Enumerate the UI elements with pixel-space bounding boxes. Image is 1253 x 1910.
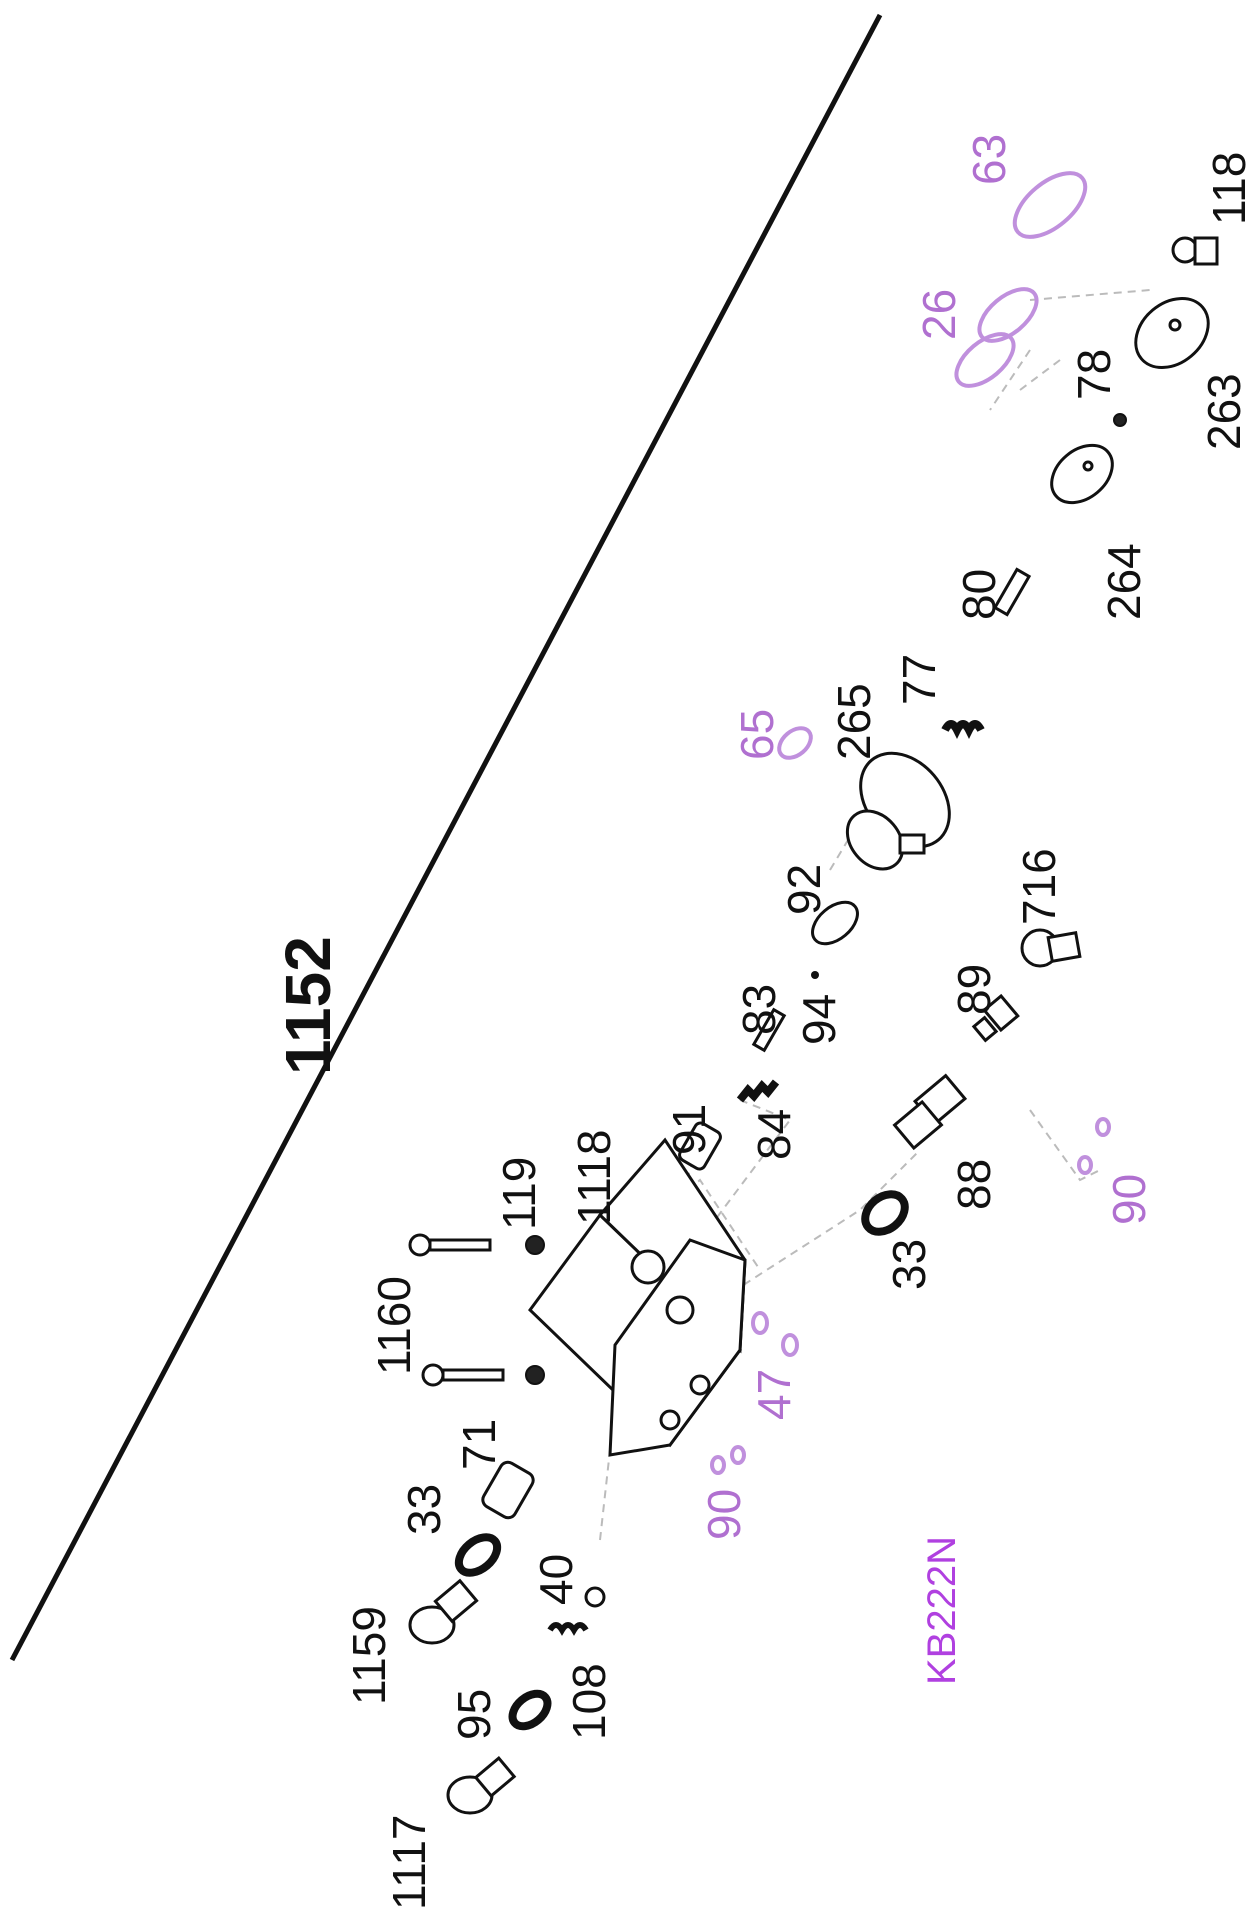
label-716: 716 xyxy=(1013,848,1065,925)
seal-90-left-a xyxy=(710,1455,726,1475)
label-95: 95 xyxy=(448,1689,500,1740)
bolt-lower xyxy=(421,1363,545,1387)
manifold-block xyxy=(528,1137,747,1457)
label-33-right: 33 xyxy=(883,1239,935,1290)
pin-80 xyxy=(992,567,1032,617)
spring-84 xyxy=(736,1079,780,1103)
label-40: 40 xyxy=(530,1554,582,1605)
fitting-1159 xyxy=(408,1578,479,1645)
seal-95 xyxy=(508,1689,552,1731)
spring-40 xyxy=(547,1622,589,1636)
elbow-118 xyxy=(1171,236,1219,266)
seal-65 xyxy=(777,726,813,760)
cap-264 xyxy=(1050,443,1114,505)
housing-265 xyxy=(845,751,951,871)
label-65: 65 xyxy=(731,709,783,760)
seal-33-left xyxy=(454,1533,502,1577)
seal-63 xyxy=(1012,171,1088,239)
spring-77 xyxy=(941,720,985,739)
seal-90-right-a xyxy=(1077,1155,1093,1175)
label-263: 263 xyxy=(1198,373,1250,450)
label-1118: 1118 xyxy=(568,1129,620,1225)
sleeve-71 xyxy=(481,1460,535,1520)
label-264: 264 xyxy=(1098,543,1150,620)
kit-code-label: KB222N xyxy=(920,1536,964,1685)
label-77: 77 xyxy=(893,654,945,705)
label-33-left: 33 xyxy=(398,1484,450,1535)
label-84: 84 xyxy=(748,1109,800,1160)
seal-33-right xyxy=(861,1190,909,1236)
divider-line xyxy=(9,13,883,1662)
label-88: 88 xyxy=(948,1159,1000,1210)
label-83: 83 xyxy=(733,984,785,1035)
ball-108 xyxy=(584,1586,606,1608)
label-90-right: 90 xyxy=(1103,1174,1155,1225)
fitting-89 xyxy=(971,993,1020,1043)
label-265: 265 xyxy=(828,683,880,760)
label-90-left: 90 xyxy=(698,1489,750,1540)
seal-47-a xyxy=(751,1311,769,1335)
seal-90-left-b xyxy=(730,1445,746,1465)
label-1117: 1117 xyxy=(383,1814,435,1910)
label-1160: 1160 xyxy=(368,1276,420,1375)
seal-26-a xyxy=(954,332,1016,388)
assembly-number: 1152 xyxy=(272,936,344,1075)
label-89: 89 xyxy=(948,964,1000,1015)
label-47: 47 xyxy=(748,1369,800,1420)
bolt-upper xyxy=(408,1233,545,1257)
label-80: 80 xyxy=(953,569,1005,620)
label-63: 63 xyxy=(963,134,1015,185)
pin-83 xyxy=(751,1007,787,1053)
fitting-1117 xyxy=(446,1756,517,1815)
label-71: 71 xyxy=(453,1419,505,1470)
ball-94 xyxy=(811,971,819,979)
ball-78 xyxy=(1113,413,1127,427)
cap-263 xyxy=(1134,297,1210,369)
label-92: 92 xyxy=(778,864,830,915)
label-108: 108 xyxy=(563,1663,615,1740)
label-94: 94 xyxy=(793,994,845,1045)
label-119: 119 xyxy=(493,1157,545,1230)
seal-90-right-b xyxy=(1095,1117,1111,1137)
label-78: 78 xyxy=(1068,349,1120,400)
fitting-88 xyxy=(892,1073,968,1151)
label-118: 118 xyxy=(1203,152,1253,225)
seal-47-b xyxy=(781,1333,799,1357)
elbow-716 xyxy=(1020,928,1082,968)
label-1159: 1159 xyxy=(343,1606,395,1705)
sleeve-91 xyxy=(678,1121,722,1171)
label-26: 26 xyxy=(913,289,965,340)
label-91: 91 xyxy=(663,1104,715,1155)
seal-92 xyxy=(811,900,859,946)
seal-26-b xyxy=(977,287,1039,343)
